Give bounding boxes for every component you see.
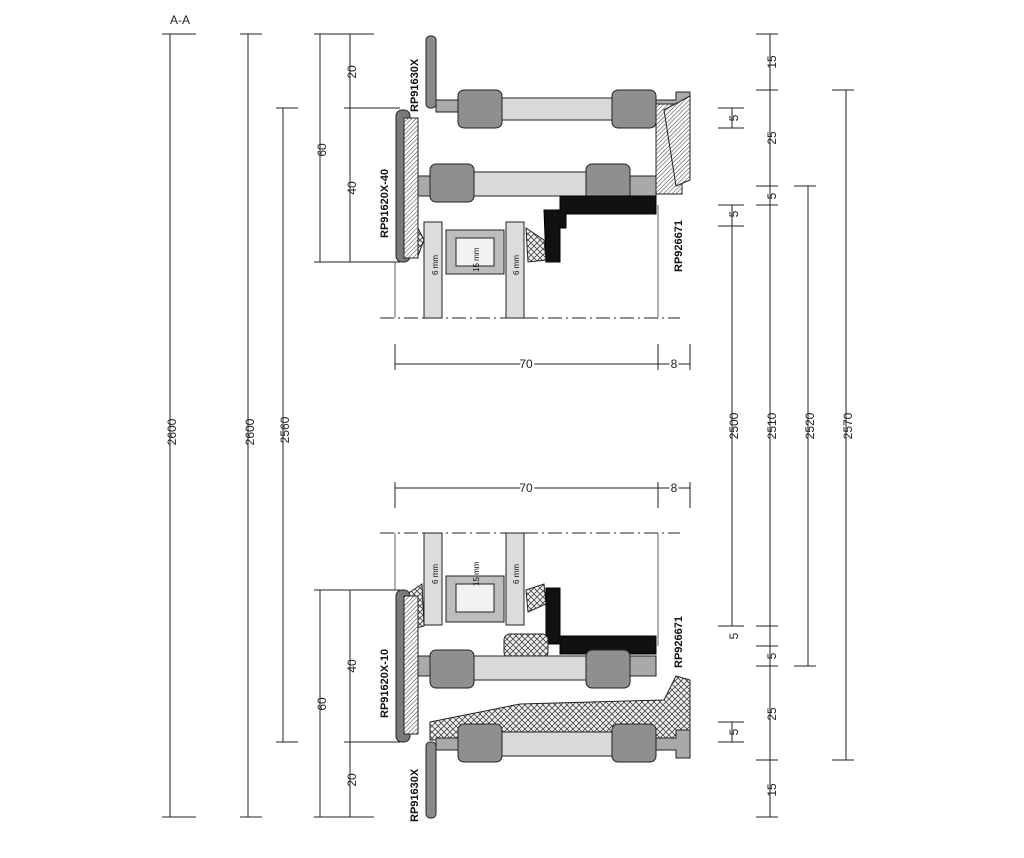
part-label-top-bead: RP926671 <box>673 220 685 272</box>
glass-cavity-label: 15 mm <box>472 247 481 272</box>
svg-text:2570: 2570 <box>841 412 855 439</box>
glass-pane-right-label-bottom: 6 mm <box>512 564 521 584</box>
svg-text:5: 5 <box>727 632 741 639</box>
dim-right-small-top: 15 25 5 <box>756 33 779 226</box>
svg-text:20: 20 <box>345 65 359 79</box>
svg-text:20: 20 <box>345 773 359 787</box>
glass-pane-right-label: 6 mm <box>512 255 521 275</box>
glass-pane-left-label: 6 mm <box>431 255 440 275</box>
svg-text:5: 5 <box>765 652 779 659</box>
top-bead <box>543 195 657 263</box>
svg-text:2520: 2520 <box>803 412 817 439</box>
svg-text:70: 70 <box>519 481 533 495</box>
section-label: A-A <box>170 13 190 27</box>
svg-text:2510: 2510 <box>765 412 779 439</box>
dim-2600-a: 2600 <box>162 33 196 818</box>
dim-right-small-bottom: 5 25 15 <box>756 625 779 818</box>
svg-text:2600: 2600 <box>165 418 179 445</box>
svg-text:5: 5 <box>727 728 741 735</box>
bottom-bead <box>545 587 657 655</box>
svg-text:5: 5 <box>727 114 741 121</box>
dim-bot-40-20: 40 20 <box>344 590 400 817</box>
svg-text:8: 8 <box>671 357 678 371</box>
dim-2600-b: 2600 <box>240 33 262 818</box>
svg-text:5: 5 <box>727 210 741 217</box>
svg-text:60: 60 <box>315 697 329 711</box>
svg-text:8: 8 <box>671 481 678 495</box>
svg-text:70: 70 <box>519 357 533 371</box>
svg-text:15: 15 <box>765 783 779 797</box>
dim-2500: 2500 <box>727 226 741 626</box>
svg-text:2600: 2600 <box>243 418 257 445</box>
svg-text:40: 40 <box>345 659 359 673</box>
dim-right-5-top: 5 5 <box>718 107 744 227</box>
dim-2510: 2510 <box>765 205 779 646</box>
svg-text:2500: 2500 <box>727 412 741 439</box>
svg-text:2560: 2560 <box>278 416 292 443</box>
dim-2560: 2560 <box>276 107 298 743</box>
svg-text:25: 25 <box>765 131 779 145</box>
dim-top-70-8: 70 8 <box>394 344 691 373</box>
part-label-bottom-bead: RP926671 <box>673 616 685 668</box>
svg-text:25: 25 <box>765 707 779 721</box>
part-label-top-sash: RP91620X-40 <box>379 169 391 238</box>
part-label-bottom-sash: RP91620X-10 <box>379 649 391 718</box>
glass-pane-left-label-bottom: 6 mm <box>431 564 440 584</box>
glass-cavity-label-bottom: 15 mm <box>472 561 481 586</box>
dim-2520: 2520 <box>794 185 817 667</box>
dim-right-5-bottom: 5 5 <box>718 625 744 743</box>
dim-bot-70-8: 70 8 <box>394 479 691 508</box>
part-label-bottom-outer: RP91630X <box>409 768 421 822</box>
top-profile-assembly <box>395 35 691 319</box>
bottom-profile-assembly <box>395 532 691 819</box>
svg-text:15: 15 <box>765 55 779 69</box>
dim-top-20-40: 20 40 <box>344 34 400 262</box>
part-label-top-outer: RP91630X <box>409 58 421 112</box>
svg-text:40: 40 <box>345 181 359 195</box>
dim-2570: 2570 <box>832 89 855 761</box>
svg-text:60: 60 <box>315 143 329 157</box>
dim-top-60: 60 <box>314 33 400 263</box>
svg-text:5: 5 <box>765 192 779 199</box>
dim-bot-60: 60 <box>314 589 400 818</box>
